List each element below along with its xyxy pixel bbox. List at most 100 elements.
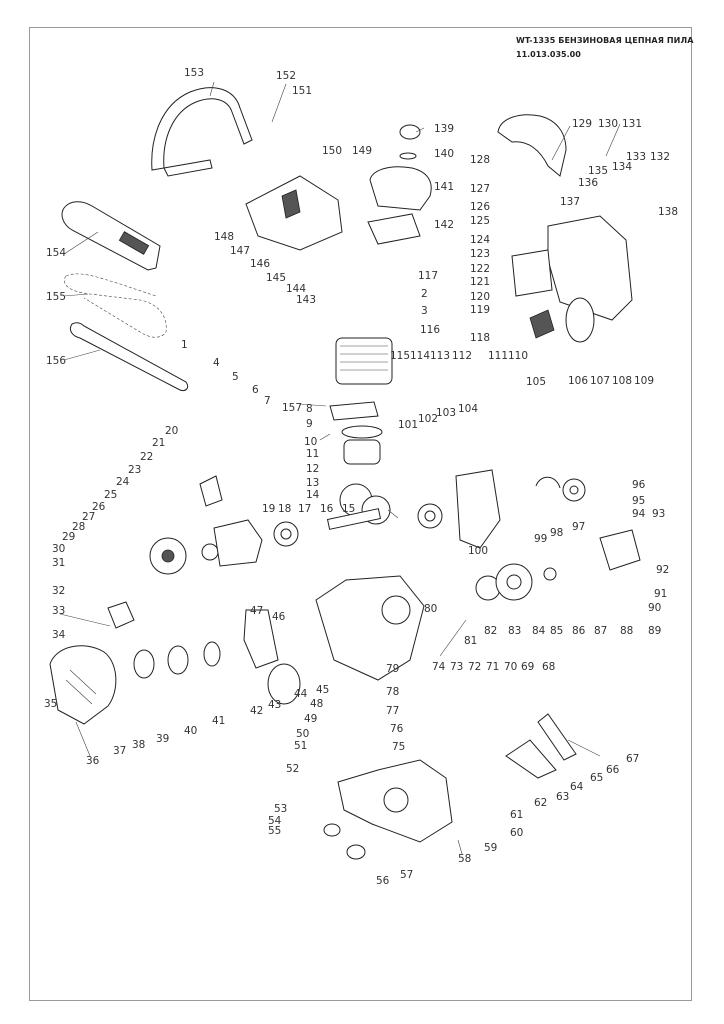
callout-148: 148 xyxy=(214,231,234,243)
callout-141: 141 xyxy=(434,181,454,193)
oil-pump-body-part xyxy=(599,529,641,571)
callout-94: 94 xyxy=(632,508,646,520)
callout-143: 143 xyxy=(296,294,316,306)
saw-chain-part xyxy=(64,273,167,338)
cylinder-part xyxy=(335,337,393,385)
piston-part xyxy=(341,425,383,465)
clutch-parts xyxy=(475,563,557,601)
guide-bar-cover-part xyxy=(61,201,161,271)
callout-137: 137 xyxy=(560,196,580,208)
callout-136: 136 xyxy=(578,177,598,189)
callout-30: 30 xyxy=(52,543,65,555)
callout-7: 7 xyxy=(264,395,271,407)
callout-44: 44 xyxy=(294,688,308,700)
callout-8: 8 xyxy=(306,403,313,415)
callout-56: 56 xyxy=(376,875,390,887)
callout-58: 58 xyxy=(458,853,471,865)
callout-60: 60 xyxy=(510,827,523,839)
oil-pump-parts xyxy=(535,476,586,502)
callout-63: 63 xyxy=(556,791,569,803)
callout-26: 26 xyxy=(92,501,106,513)
callout-62: 62 xyxy=(534,797,547,809)
callout-79: 79 xyxy=(386,663,399,675)
callout-39: 39 xyxy=(156,733,169,745)
callout-87: 87 xyxy=(594,625,607,637)
callout-140: 140 xyxy=(434,148,454,160)
callout-85: 85 xyxy=(550,625,563,637)
callout-132: 132 xyxy=(650,151,670,163)
callout-22: 22 xyxy=(140,451,153,463)
callout-9: 9 xyxy=(306,418,313,430)
callout-45: 45 xyxy=(316,684,329,696)
callout-13: 13 xyxy=(306,477,319,489)
callout-104: 104 xyxy=(458,403,478,415)
callout-157: 157 xyxy=(282,402,302,414)
callout-111: 111 xyxy=(488,350,508,362)
callout-34: 34 xyxy=(52,629,66,641)
starter-housing-part xyxy=(49,645,117,725)
callout-131: 131 xyxy=(622,118,642,130)
callout-19: 19 xyxy=(262,503,275,515)
callout-77: 77 xyxy=(386,705,399,717)
front-handle-part xyxy=(151,87,253,177)
callout-102: 102 xyxy=(418,413,438,425)
callout-128: 128 xyxy=(470,154,490,166)
ignition-coil-part xyxy=(199,475,223,507)
callout-105: 105 xyxy=(526,376,546,388)
callout-120: 120 xyxy=(470,291,490,303)
callout-82: 82 xyxy=(484,625,497,637)
callout-25: 25 xyxy=(104,489,117,501)
bearing-parts xyxy=(201,503,443,561)
callout-35: 35 xyxy=(44,698,57,710)
callout-142: 142 xyxy=(434,219,454,231)
callout-24: 24 xyxy=(116,476,130,488)
callout-23: 23 xyxy=(128,464,141,476)
callout-99: 99 xyxy=(534,533,547,545)
callout-126: 126 xyxy=(470,201,490,213)
callout-4: 4 xyxy=(213,357,220,369)
callout-122: 122 xyxy=(470,263,490,275)
callout-12: 12 xyxy=(306,463,319,475)
drawing-title: WT-1335 БЕНЗИНОВАЯ ЦЕПНАЯ ПИЛА xyxy=(516,36,694,45)
callout-16: 16 xyxy=(320,503,334,515)
callout-103: 103 xyxy=(436,407,456,419)
callout-41: 41 xyxy=(212,715,225,727)
callout-72: 72 xyxy=(468,661,481,673)
callout-113: 113 xyxy=(430,350,450,362)
callout-14: 14 xyxy=(306,489,320,501)
callout-70: 70 xyxy=(504,661,517,673)
callout-106: 106 xyxy=(568,375,588,387)
callout-108: 108 xyxy=(612,375,632,387)
callout-89: 89 xyxy=(648,625,661,637)
callout-127: 127 xyxy=(470,183,490,195)
callout-10: 10 xyxy=(304,436,317,448)
callout-53: 53 xyxy=(274,803,287,815)
callout-76: 76 xyxy=(390,723,404,735)
callout-47: 47 xyxy=(250,605,263,617)
callout-18: 18 xyxy=(278,503,291,515)
drawing-frame xyxy=(29,27,692,1001)
callout-135: 135 xyxy=(588,165,608,177)
callout-125: 125 xyxy=(470,215,490,227)
callout-59: 59 xyxy=(484,842,497,854)
callout-68: 68 xyxy=(542,661,555,673)
callout-101: 101 xyxy=(398,419,418,431)
callout-153: 153 xyxy=(184,67,204,79)
callout-88: 88 xyxy=(620,625,633,637)
callout-52: 52 xyxy=(286,763,299,775)
callout-57: 57 xyxy=(400,869,413,881)
callout-150: 150 xyxy=(322,145,342,157)
callout-145: 145 xyxy=(266,272,286,284)
callout-98: 98 xyxy=(550,527,563,539)
callout-36: 36 xyxy=(86,755,100,767)
callout-134: 134 xyxy=(612,161,632,173)
callout-93: 93 xyxy=(652,508,665,520)
crankcase-half-part xyxy=(455,469,501,549)
callout-50: 50 xyxy=(296,728,309,740)
callout-144: 144 xyxy=(286,283,306,295)
callout-2: 2 xyxy=(421,288,428,300)
callout-46: 46 xyxy=(272,611,286,623)
callout-48: 48 xyxy=(310,698,323,710)
callout-154: 154 xyxy=(46,247,66,259)
